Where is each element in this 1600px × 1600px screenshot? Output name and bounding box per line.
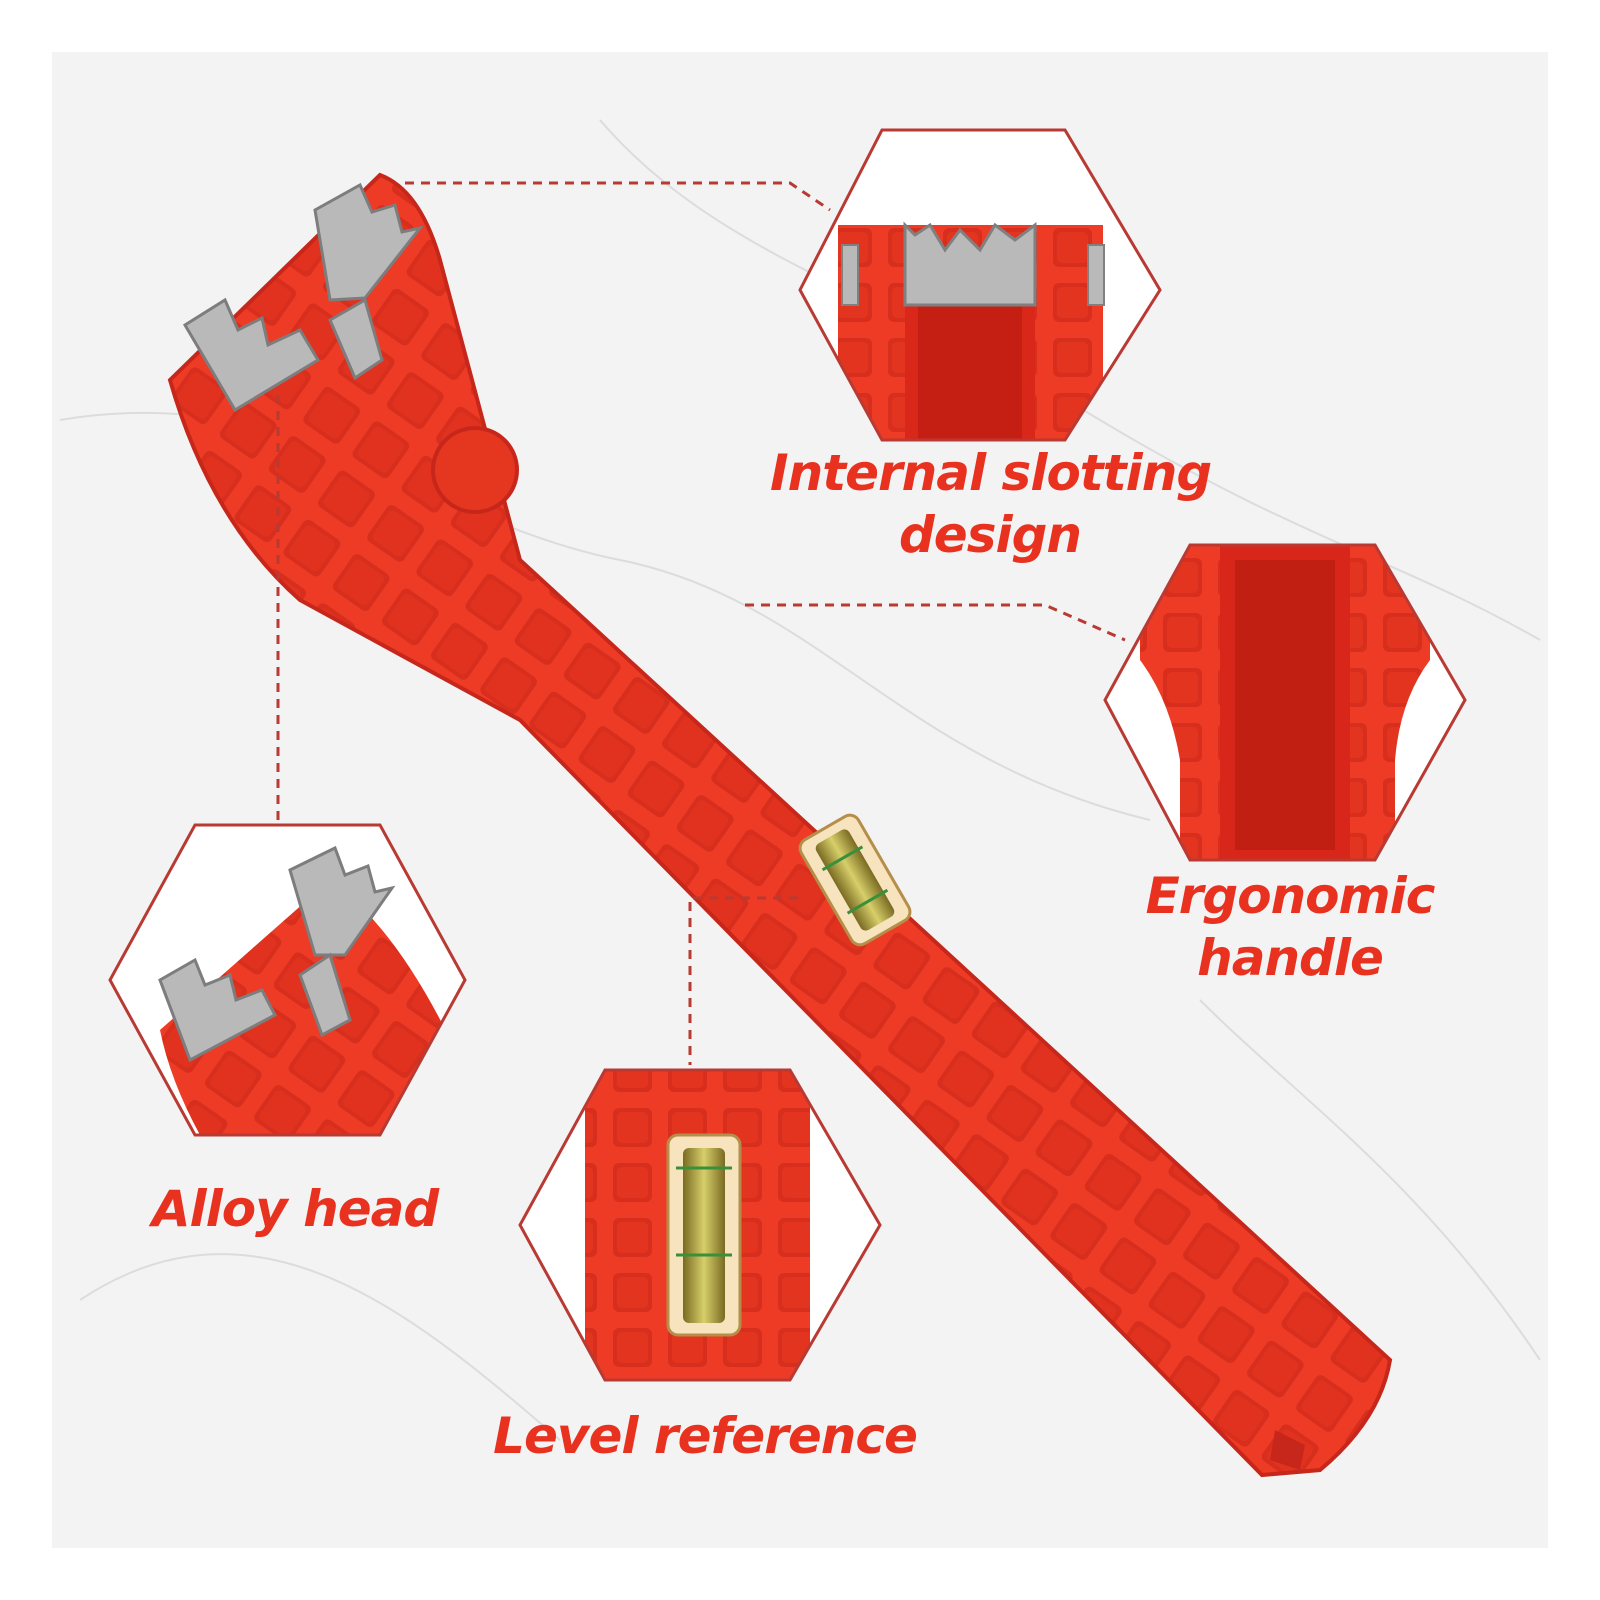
leader-lines xyxy=(276,181,1126,1065)
hexagon-internal-slotting-detail xyxy=(798,128,1162,442)
hanging-hole xyxy=(431,426,519,514)
hexagon-alloy-head-detail xyxy=(108,823,467,1137)
hexagon-ergonomic-handle-detail xyxy=(1103,543,1467,862)
label-ergonomic-handle: Ergonomic handle xyxy=(1145,867,1436,987)
level-vial xyxy=(798,813,912,947)
alloy-head xyxy=(182,182,424,413)
faucet-wrench-tool xyxy=(167,172,1393,1478)
label-internal-slotting-design: Internal slotting design xyxy=(770,444,1212,564)
label-level-reference: Level reference xyxy=(493,1407,918,1465)
label-alloy-head: Alloy head xyxy=(151,1180,439,1238)
hexagon-level-reference-detail xyxy=(518,1068,882,1382)
